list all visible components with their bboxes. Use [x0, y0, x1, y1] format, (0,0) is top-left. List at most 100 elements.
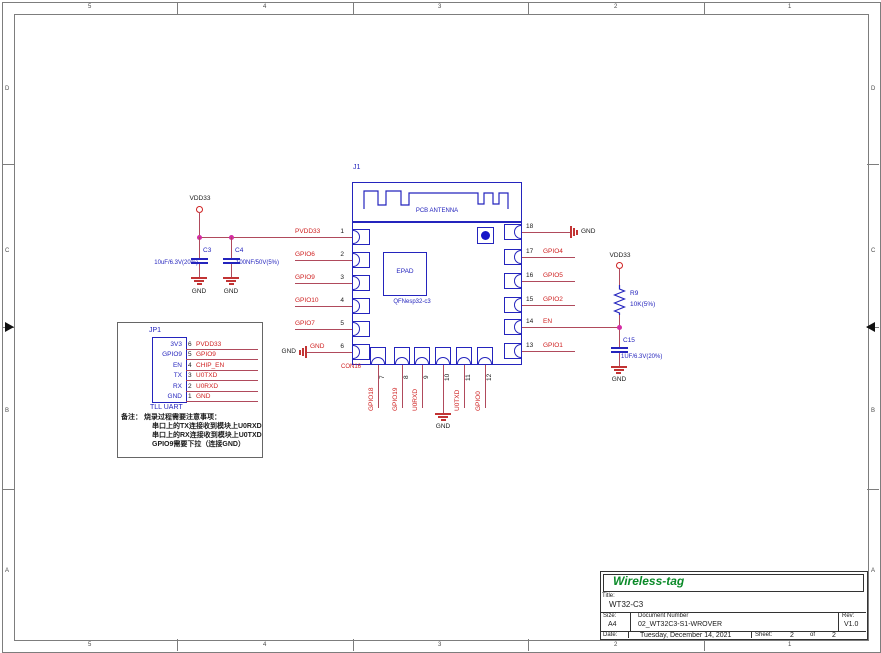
- pin-pad: [394, 347, 410, 365]
- wire: [522, 305, 575, 306]
- wire: [186, 359, 258, 360]
- wire: [186, 349, 258, 350]
- pin-pad: [352, 229, 370, 245]
- capacitor-plate-icon: [223, 262, 240, 264]
- sheet-value: 2: [790, 632, 794, 639]
- capacitor-plate-icon: [191, 262, 208, 264]
- capacitor-plate-icon: [611, 347, 628, 349]
- pin-pad: [504, 343, 522, 359]
- net-label: CHIP_EN: [196, 362, 225, 369]
- ground-bar-icon: [305, 346, 307, 358]
- component-ref: C3: [203, 247, 212, 254]
- net-label: GPIO1: [543, 342, 563, 349]
- gnd-label: GND: [223, 288, 239, 295]
- logo-cell: [603, 574, 864, 592]
- net-label: PVDD33: [295, 228, 321, 235]
- pin-number: 5: [188, 351, 192, 358]
- pin-pad: [504, 273, 522, 289]
- wire: [186, 391, 258, 392]
- doc-number: 02_WT32C3-S1-WROVER: [638, 621, 723, 628]
- frame-left-arrow-icon: [5, 322, 14, 332]
- module-footprint: CON16: [341, 364, 362, 370]
- frame-col-label: 5: [88, 4, 92, 10]
- rev-label: Rev:: [842, 613, 855, 619]
- gnd-label: GND: [611, 376, 627, 383]
- pin-number: 9: [423, 375, 430, 379]
- ground-earth-icon: [441, 419, 446, 421]
- note-line: 串口上的RX连接收到模块上U0TXD: [152, 432, 262, 439]
- frame-tick: [2, 164, 14, 165]
- pin-number: 2: [340, 251, 344, 258]
- ground-earth-icon: [435, 413, 451, 415]
- frame-col-label: 5: [88, 642, 92, 648]
- ground-earth-icon: [438, 416, 448, 418]
- jp1-inner-label: EN: [172, 362, 182, 369]
- wire: [378, 365, 379, 408]
- sheet-title: WT32-C3: [609, 600, 644, 609]
- component-ref: JP1: [149, 327, 162, 334]
- frame-tick: [177, 2, 178, 14]
- pin-number: 2: [188, 383, 192, 390]
- power-rail-label: VDD33: [189, 195, 211, 202]
- jp1-inner-label: RX: [172, 383, 182, 390]
- frame-row-label: A: [5, 568, 10, 574]
- ground-earth-icon: [191, 277, 207, 279]
- pin-number: 17: [526, 248, 534, 255]
- size-label: Size:: [603, 613, 617, 619]
- net-label: GPIO2: [543, 296, 563, 303]
- ground-bar-icon: [299, 350, 301, 355]
- frame-tick: [704, 2, 705, 14]
- component-value: 100NF/50V(5%): [236, 260, 280, 266]
- ground-earth-icon: [229, 283, 234, 285]
- wire: [522, 232, 570, 233]
- title-divider: [628, 631, 629, 638]
- net-label: GPIO4: [543, 248, 563, 255]
- frame-tick: [353, 2, 354, 14]
- capacitor-plate-icon: [223, 258, 240, 260]
- frame-row-label: D: [5, 86, 10, 92]
- capacitor-plate-icon: [191, 258, 208, 260]
- pin-pad: [477, 347, 493, 365]
- frame-row-label: C: [5, 248, 10, 254]
- sheet-of-label: of: [810, 632, 816, 638]
- module-part: QFNesp32-c3: [393, 299, 431, 305]
- power-rail-label: VDD33: [609, 252, 631, 259]
- pin-pad: [435, 347, 451, 365]
- pin-pad: [504, 224, 522, 240]
- pin-number: 18: [526, 223, 534, 230]
- wire: [485, 365, 486, 408]
- frame-tick: [2, 489, 14, 490]
- component-value: 10K(5%): [630, 301, 656, 308]
- pin-number: 15: [526, 296, 534, 303]
- capacitor-plate-icon: [611, 351, 628, 353]
- pin1-marker-dot: [481, 231, 490, 240]
- ground-bar-icon: [576, 230, 578, 235]
- pin-pad: [352, 298, 370, 314]
- pin-number: 4: [340, 297, 344, 304]
- size-value: A4: [608, 621, 617, 628]
- frame-tick: [867, 164, 879, 165]
- wire: [199, 264, 200, 277]
- net-label: U0TXD: [196, 372, 218, 379]
- gnd-label: GND: [281, 348, 296, 355]
- notes-box: [117, 322, 263, 458]
- pin-pad: [352, 321, 370, 337]
- net-label: U0RXD: [412, 388, 419, 411]
- date-label: Date:: [603, 632, 618, 638]
- rev-value: V1.0: [844, 621, 859, 628]
- frame-tick: [528, 2, 529, 14]
- frame-row-label: A: [871, 568, 876, 574]
- pin-number: 14: [526, 318, 534, 325]
- resistor-zigzag-icon: [613, 285, 626, 315]
- net-label: GPIO10: [295, 297, 319, 304]
- net-label: GPIO19: [392, 387, 399, 411]
- ground-earth-icon: [611, 366, 627, 368]
- pcb-antenna-meander-icon: [363, 190, 509, 209]
- wire: [295, 283, 352, 284]
- antenna-box: [352, 182, 522, 222]
- pin-pad: [352, 252, 370, 268]
- pin-number: 10: [444, 373, 451, 381]
- frame-tick: [867, 489, 879, 490]
- net-label: U0RXD: [196, 383, 219, 390]
- wire: [522, 281, 575, 282]
